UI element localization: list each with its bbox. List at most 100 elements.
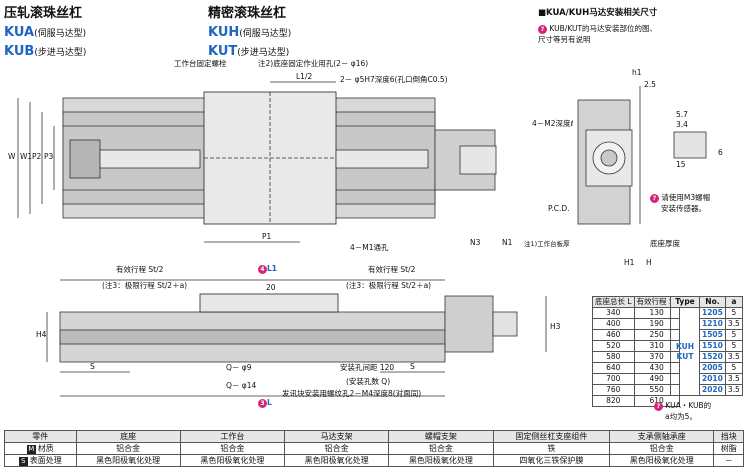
header-left: 压轧滚珠丝杠 KUA(伺服马达型) KUB(步进马达型) bbox=[4, 2, 86, 59]
stroke-cell: 640 bbox=[592, 362, 635, 374]
type-no-cell: 2020 bbox=[699, 384, 726, 396]
label-n1: N1 bbox=[502, 238, 513, 247]
series-kuh: KUH bbox=[208, 25, 240, 40]
pin-icon-sensor: ? bbox=[650, 193, 659, 203]
sensor-note-line2: 安装传感器。 bbox=[661, 204, 706, 213]
stroke-cell: 580 bbox=[592, 351, 635, 363]
side-base-rail bbox=[59, 329, 446, 345]
series-kub: KUB bbox=[4, 44, 35, 59]
material-cell: 黑色阳极氧化处理 bbox=[609, 454, 715, 467]
motor-note-line1: KUB/KUT的马达安装部位的图、 bbox=[549, 24, 658, 33]
series-kut-desc: (步进马达型) bbox=[237, 48, 290, 58]
label-q14: Q－ φ14 bbox=[226, 381, 257, 390]
series-kub-desc: (步进马达型) bbox=[34, 48, 87, 58]
material-cell: 固定侧丝杠支座组件 bbox=[492, 430, 611, 443]
label-h4: H4 bbox=[36, 330, 47, 339]
type-a-cell: 3.5 bbox=[724, 373, 743, 385]
label-m2: 4－M2深度ℓ bbox=[532, 119, 574, 128]
material-row-header: 零件 bbox=[4, 430, 77, 443]
sensor-note-line1: 请使用M3螺帽 bbox=[661, 193, 711, 202]
type-a-cell: 3.5 bbox=[724, 351, 743, 363]
header-mid-title: 精密滚珠丝杠 bbox=[208, 6, 287, 21]
label-stroke-left: 有效行程 St/2 bbox=[116, 265, 164, 274]
ball-screw-right bbox=[335, 149, 429, 169]
stroke-cell: 820 bbox=[592, 395, 635, 407]
type-label-cell: KUH KUT bbox=[670, 307, 700, 396]
kua-note-line2: a均为5。 bbox=[665, 412, 697, 421]
material-cell: 黑色阳极氧化处理 bbox=[75, 454, 181, 467]
label-h3: H3 bbox=[550, 322, 561, 331]
material-cell: 树脂 bbox=[713, 442, 744, 455]
type-no-cell: 1520 bbox=[699, 351, 726, 363]
label-s-right: S bbox=[410, 362, 415, 371]
label-6: 6 bbox=[718, 148, 723, 157]
material-cell: 铝合金 bbox=[284, 442, 390, 455]
stroke-header-l: 底座总长 L bbox=[592, 296, 635, 308]
row-tag: S bbox=[18, 457, 28, 466]
label-p2: P2 bbox=[32, 152, 42, 161]
label-l1-half: L1/2 bbox=[296, 72, 313, 81]
ball-screw-left bbox=[99, 149, 201, 169]
type-a-cell: 3.5 bbox=[724, 318, 743, 330]
series-kuh-desc: (伺服马达型) bbox=[239, 29, 292, 39]
motor-dims-title: ■KUA/KUH马达安装相关尺寸 bbox=[538, 8, 658, 18]
label-20: 20 bbox=[266, 283, 276, 292]
type-header-no: No. bbox=[699, 296, 726, 308]
type-header-type: Type bbox=[670, 296, 700, 308]
label-w1: W1 bbox=[20, 152, 33, 161]
material-cell: 铁 bbox=[492, 442, 611, 455]
material-cell: 挡块 bbox=[713, 430, 744, 443]
label-n3: N3 bbox=[470, 238, 481, 247]
type-no-cell: 2005 bbox=[699, 362, 726, 374]
header-left-title: 压轧滚珠丝杠 bbox=[4, 6, 83, 21]
side-table bbox=[199, 293, 339, 313]
coupling bbox=[459, 145, 497, 175]
type-a-cell: 5 bbox=[724, 307, 743, 319]
material-cell: 黑色阳极氧化处理 bbox=[179, 454, 286, 467]
material-cell: 支承侧轴承座 bbox=[609, 430, 715, 443]
label-stroke-right-note: (注3：极限行程 St/2＋a) bbox=[346, 281, 432, 290]
header-right: ■KUA/KUH马达安装相关尺寸 ? KUB/KUT的马达安装部位的图、 尺寸等… bbox=[538, 6, 657, 45]
label-15: 15 bbox=[676, 160, 686, 169]
material-cell: 马达支架 bbox=[284, 430, 390, 443]
label-pcd: P.C.D. bbox=[548, 204, 570, 213]
label-p1: P1 bbox=[262, 232, 272, 241]
label-25: 2.5 bbox=[644, 80, 656, 89]
type-no-cell: 2010 bbox=[699, 373, 726, 385]
kua-note: ? KUA・KUB的 a均为5。 bbox=[654, 400, 711, 422]
label-stroke-left-note: (注3：极限行程 St/2＋a) bbox=[102, 281, 188, 290]
label-note2: 注2)底座固定作业用孔(2－ φ16) bbox=[258, 59, 369, 68]
pin-icon: ? bbox=[538, 24, 547, 34]
label-stroke-right: 有效行程 St/2 bbox=[368, 265, 416, 274]
label-p3: P3 bbox=[44, 152, 54, 161]
stroke-cell: 340 bbox=[592, 307, 635, 319]
type-a-cell: 5 bbox=[724, 362, 743, 374]
left-bearing-block bbox=[69, 139, 101, 179]
type-a-cell: 5 bbox=[724, 329, 743, 341]
stroke-cell: 400 bbox=[592, 318, 635, 330]
material-cell: 底座 bbox=[75, 430, 181, 443]
label-h1: h1 bbox=[632, 68, 642, 77]
material-cell: 铝合金 bbox=[388, 442, 494, 455]
endview-shaft bbox=[600, 149, 618, 167]
material-cell: 黑色阳极氧化处理 bbox=[388, 454, 494, 467]
type-a-cell: 5 bbox=[724, 340, 743, 352]
material-cell: 黑色阳极氧化处理 bbox=[284, 454, 390, 467]
side-coupling bbox=[492, 311, 518, 337]
material-cell: 工作台 bbox=[179, 430, 286, 443]
stroke-cell: 460 bbox=[592, 329, 635, 341]
label-hole-pitch: 安装孔间距 120 bbox=[340, 363, 395, 372]
